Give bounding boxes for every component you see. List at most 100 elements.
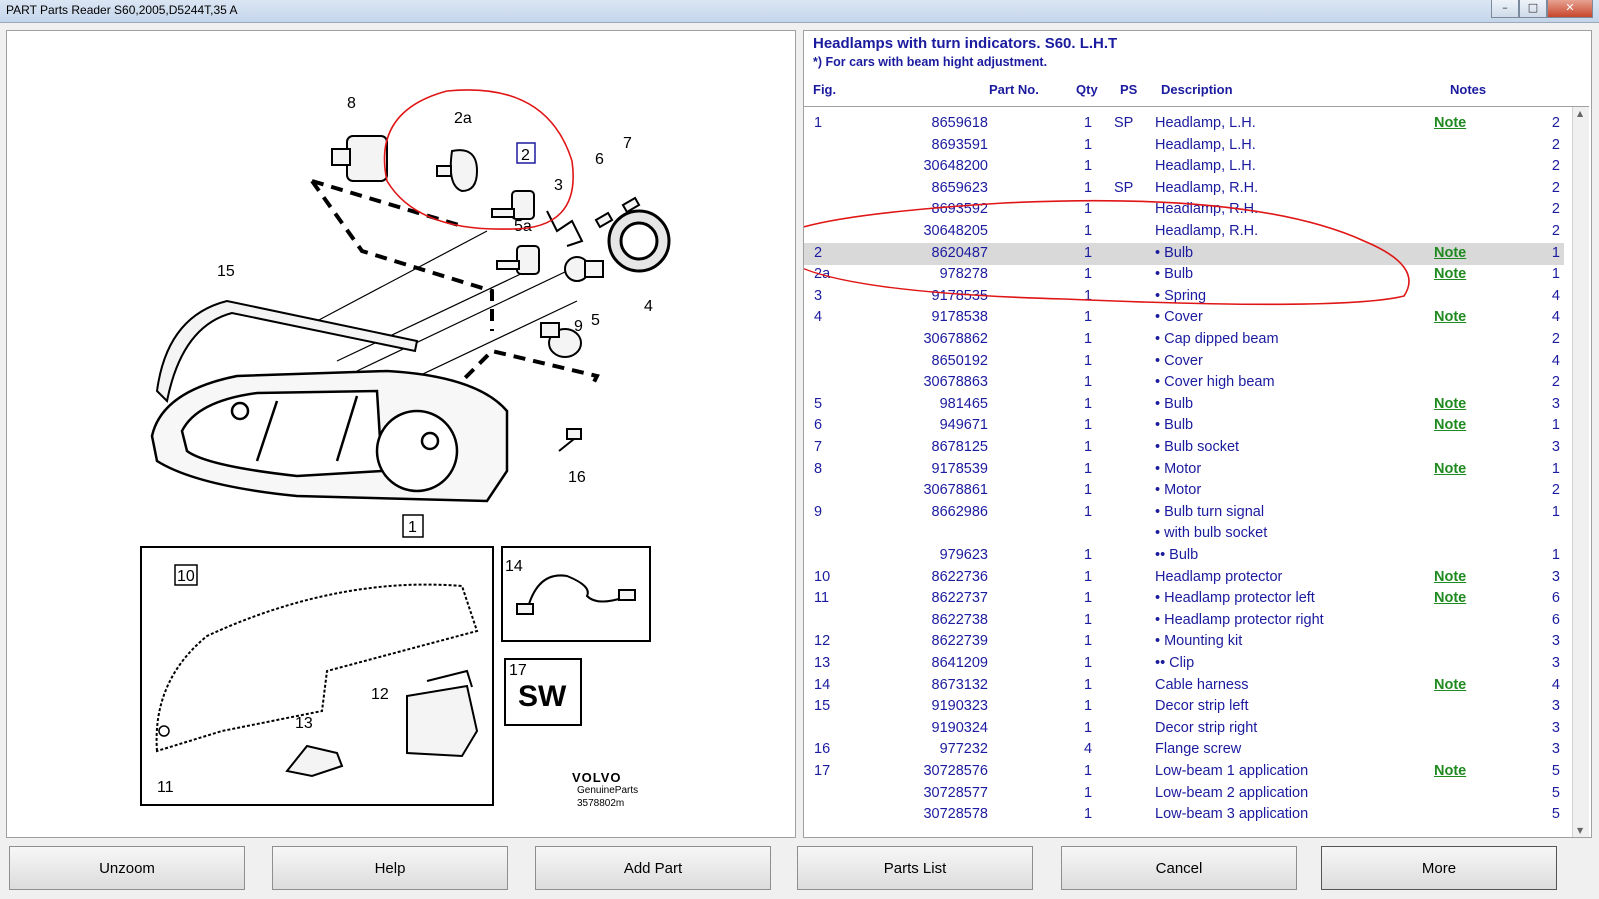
note-link[interactable]: Note (1434, 763, 1467, 779)
cell-fig: 3 (814, 287, 823, 304)
note-link[interactable]: Note (1434, 568, 1467, 585)
minimize-icon[interactable]: – (1491, 0, 1519, 18)
unzoom-button[interactable]: Unzoom (9, 846, 245, 890)
cell-description: Headlamp, L.H. (1155, 158, 1256, 175)
help-button[interactable]: Help (272, 846, 508, 890)
cell-count: 1 (1551, 266, 1560, 283)
cell-description: Decor strip left (1155, 698, 1249, 715)
headlamp-diagram[interactable]: SW 8 2a 2 7 6 3 5a 15 4 5 9 16 1 10 14 1… (7, 31, 795, 837)
cell-fig: 9 (814, 503, 823, 520)
cell-qty: 1 (1084, 590, 1093, 607)
cell-part-no: 8622736 (931, 568, 988, 585)
cell-part-no: 30728576 (923, 763, 988, 779)
note-link[interactable]: Note (1434, 266, 1467, 283)
vertical-scrollbar[interactable]: ▲ ▼ (1572, 107, 1589, 837)
label-17: 17 (509, 662, 527, 679)
cell-part-no: 9178539 (931, 460, 988, 477)
cell-description: • Motor (1155, 460, 1202, 477)
note-link[interactable]: Note (1434, 460, 1467, 477)
diagram-pane[interactable]: SW 8 2a 2 7 6 3 5a 15 4 5 9 16 1 10 14 1… (6, 30, 796, 838)
add-part-button[interactable]: Add Part (535, 846, 771, 890)
cell-description: Low-beam 2 application (1155, 784, 1309, 801)
cell-part-no: 8622737 (931, 590, 988, 607)
note-link[interactable]: Note (1434, 590, 1467, 607)
cell-part-no: 8673132 (931, 676, 988, 693)
label-2a: 2a (454, 110, 472, 127)
column-part-no[interactable]: Part No. (989, 82, 1039, 97)
cell-part-no: 9178538 (931, 309, 988, 326)
cell-qty: 1 (1084, 266, 1093, 283)
cell-count: 1 (1551, 417, 1560, 434)
label-7: 7 (623, 135, 632, 152)
close-icon[interactable]: ✕ (1547, 0, 1593, 18)
label-16: 16 (568, 469, 586, 486)
cell-part-no: 977232 (939, 741, 988, 758)
cell-qty: 1 (1084, 244, 1093, 261)
note-link[interactable]: Note (1434, 395, 1467, 412)
column-ps[interactable]: PS (1120, 82, 1138, 97)
scroll-up-icon[interactable]: ▲ (1577, 109, 1584, 118)
label-8: 8 (347, 95, 356, 112)
cell-count: 3 (1551, 719, 1560, 736)
note-link[interactable]: Note (1434, 676, 1467, 693)
column-description[interactable]: Description (1161, 82, 1233, 97)
column-fig[interactable]: Fig. (813, 82, 837, 97)
parts-list-button[interactable]: Parts List (797, 846, 1033, 890)
cancel-button[interactable]: Cancel (1061, 846, 1297, 890)
scroll-down-icon[interactable]: ▼ (1577, 826, 1584, 835)
cell-part-no: 8622738 (931, 611, 988, 628)
column-notes[interactable]: Notes (1450, 82, 1487, 97)
note-link[interactable]: Note (1434, 309, 1467, 326)
note-link[interactable]: Note (1434, 115, 1467, 131)
cell-part-no: 978278 (939, 266, 988, 283)
cell-part-no: 30678863 (923, 374, 988, 391)
note-link[interactable]: Note (1434, 244, 1467, 261)
table-row[interactable]: • with bulb socket (804, 523, 1564, 545)
label-9: 9 (574, 318, 583, 335)
cell-part-no: 979623 (939, 547, 988, 563)
column-qty[interactable]: Qty (1076, 82, 1098, 97)
cell-count: 3 (1551, 395, 1560, 412)
maximize-icon[interactable]: □ (1519, 0, 1547, 18)
note-link[interactable]: Note (1434, 417, 1467, 434)
more-button[interactable]: More (1321, 846, 1557, 890)
cell-description: Headlamp, R.H. (1155, 223, 1259, 239)
cell-description: • Bulb socket (1155, 439, 1240, 455)
cell-count: 4 (1551, 287, 1560, 304)
cell-description: • Headlamp protector right (1155, 611, 1324, 628)
cell-count: 6 (1551, 590, 1560, 607)
cell-fig: 12 (814, 633, 831, 650)
